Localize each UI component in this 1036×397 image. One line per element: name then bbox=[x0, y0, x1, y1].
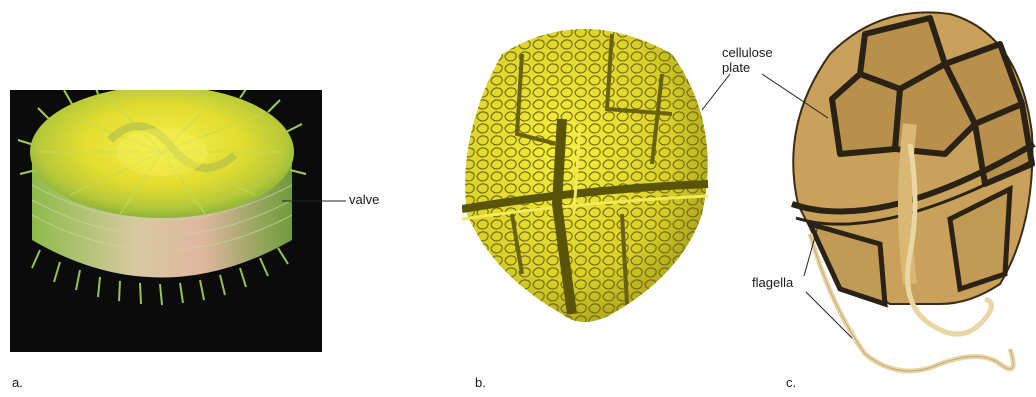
dinoflagellate-sem-illustration bbox=[462, 14, 718, 330]
cellulose-plate-callout-line bbox=[700, 70, 840, 130]
panel-b-letter: b. bbox=[475, 375, 486, 390]
diatom-illustration bbox=[10, 90, 322, 352]
cellulose-plate-label-line1: cellulose bbox=[722, 45, 773, 60]
panel-a-letter: a. bbox=[12, 375, 23, 390]
valve-label: valve bbox=[349, 192, 379, 207]
flagella-callout-line bbox=[790, 220, 860, 340]
valve-callout-line bbox=[282, 198, 348, 204]
panel-c-letter: c. bbox=[786, 375, 796, 390]
panel-a-diatom bbox=[10, 90, 322, 352]
flagella-label: flagella bbox=[752, 275, 793, 290]
panel-b-dinoflagellate bbox=[462, 14, 718, 330]
